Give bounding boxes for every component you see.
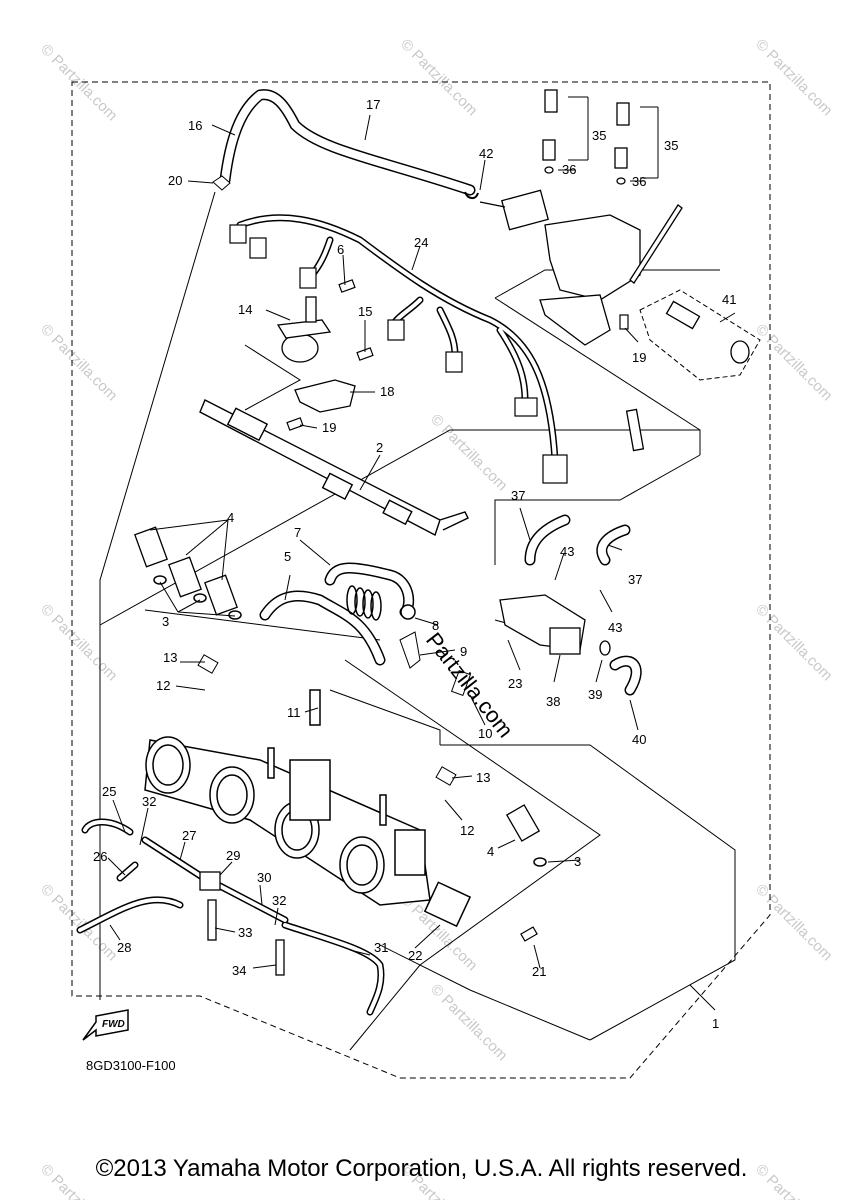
throttle-body-assembly <box>144 689 472 928</box>
cap-13-lower <box>435 766 457 786</box>
harness-connectors <box>229 224 568 484</box>
callout-33: 33 <box>238 925 252 940</box>
callout-24: 24 <box>414 235 428 250</box>
callout-35: 35 <box>592 128 606 143</box>
watermark-1: © Partzilla.com <box>37 41 120 124</box>
callout-22: 22 <box>408 948 422 963</box>
watermark-7: © Partzilla.com <box>752 601 835 684</box>
callout-1: 1 <box>712 1016 719 1031</box>
callout-32-b: 32 <box>272 893 286 908</box>
callout-8: 8 <box>432 618 439 633</box>
watermark-8: © Partzilla.com <box>37 881 120 964</box>
callout-13: 13 <box>163 650 177 665</box>
pressure-sensor-14 <box>276 296 332 363</box>
fuel-injectors-4 <box>134 526 541 842</box>
watermark-15: © Partzilla.com <box>427 981 510 1064</box>
callout-17: 17 <box>366 97 380 112</box>
callout-leader-lines <box>107 96 736 1011</box>
fuel-pressure-regulator <box>479 89 750 452</box>
watermark-3: © Partzilla.com <box>752 36 835 119</box>
watermark-10: © Partzilla.com <box>752 881 835 964</box>
callout-30: 30 <box>257 870 271 885</box>
callout-11: 11 <box>287 705 301 720</box>
callout-23: 23 <box>508 676 522 691</box>
solenoid-valve-38 <box>499 594 611 656</box>
fuel-delivery-pipe-2 <box>199 399 469 537</box>
callout-4-b: 4 <box>487 844 494 859</box>
callout-25: 25 <box>102 784 116 799</box>
spring-7 <box>346 585 382 621</box>
callout-5: 5 <box>284 549 291 564</box>
callout-42: 42 <box>479 146 493 161</box>
copyright-footer: ©2013 Yamaha Motor Corporation, U.S.A. A… <box>95 1155 748 1182</box>
cap-13-upper <box>197 654 219 674</box>
callout-19-b: 19 <box>632 350 646 365</box>
watermark-4: © Partzilla.com <box>37 321 120 404</box>
callout-34: 34 <box>232 963 246 978</box>
callout-12-b: 12 <box>460 823 474 838</box>
callout-26: 26 <box>93 849 107 864</box>
callout-20: 20 <box>168 173 182 188</box>
callout-27: 27 <box>182 828 196 843</box>
callout-3-b: 3 <box>574 854 581 869</box>
callout-43-b: 43 <box>608 620 622 635</box>
callout-10: 10 <box>478 726 492 741</box>
screws <box>286 279 629 942</box>
joint-29 <box>199 871 285 976</box>
callout-37-b: 37 <box>628 572 642 587</box>
hose-clamp-20 <box>212 175 231 191</box>
center-watermark: Partzilla.com <box>421 628 518 743</box>
callout-28: 28 <box>117 940 131 955</box>
callout-6: 6 <box>337 242 344 257</box>
callout-36-b: 36 <box>632 174 646 189</box>
callout-39: 39 <box>588 687 602 702</box>
callout-labels: 1 2 3 3 4 4 5 6 7 8 9 10 11 12 12 13 13 … <box>93 97 736 1031</box>
part-41-dashed-box <box>639 289 761 381</box>
callout-32: 32 <box>142 794 156 809</box>
callout-16: 16 <box>188 118 202 133</box>
callout-38: 38 <box>546 694 560 709</box>
callout-36: 36 <box>562 162 576 177</box>
callout-4: 4 <box>227 510 234 525</box>
fwd-label: FWD <box>102 1019 125 1030</box>
callout-35-b: 35 <box>664 138 678 153</box>
cap-10 <box>450 669 472 697</box>
callout-18: 18 <box>380 384 394 399</box>
callout-15: 15 <box>358 304 372 319</box>
watermark-2: © Partzilla.com <box>397 36 480 119</box>
bracket-18 <box>294 379 356 413</box>
callout-29: 29 <box>226 848 240 863</box>
watermark-5: © Partzilla.com <box>752 321 835 404</box>
callout-3: 3 <box>162 614 169 629</box>
callout-14: 14 <box>238 302 252 317</box>
callout-12: 12 <box>156 678 170 693</box>
callout-7: 7 <box>294 525 301 540</box>
callout-41: 41 <box>722 292 736 307</box>
watermark-14: © Partzilla.com <box>427 411 510 494</box>
hose-9 <box>399 631 421 669</box>
fwd-arrow-icon: FWD <box>82 1009 129 1041</box>
callout-37: 37 <box>511 488 525 503</box>
group-outlines <box>99 191 736 1051</box>
callout-21: 21 <box>532 964 546 979</box>
o-rings-3 <box>153 575 547 867</box>
callout-31: 31 <box>374 940 388 955</box>
clamp-8 <box>400 604 416 620</box>
callout-19: 19 <box>322 420 336 435</box>
drawing-code: 8GD3100-F100 <box>86 1058 176 1073</box>
assembly-boundary-dashed <box>71 81 771 1079</box>
callout-2: 2 <box>376 440 383 455</box>
hose-clamp-42 <box>464 191 479 200</box>
callout-43: 43 <box>560 544 574 559</box>
callout-9: 9 <box>460 644 467 659</box>
watermark-6: © Partzilla.com <box>37 601 120 684</box>
callout-40: 40 <box>632 732 646 747</box>
callout-13-b: 13 <box>476 770 490 785</box>
